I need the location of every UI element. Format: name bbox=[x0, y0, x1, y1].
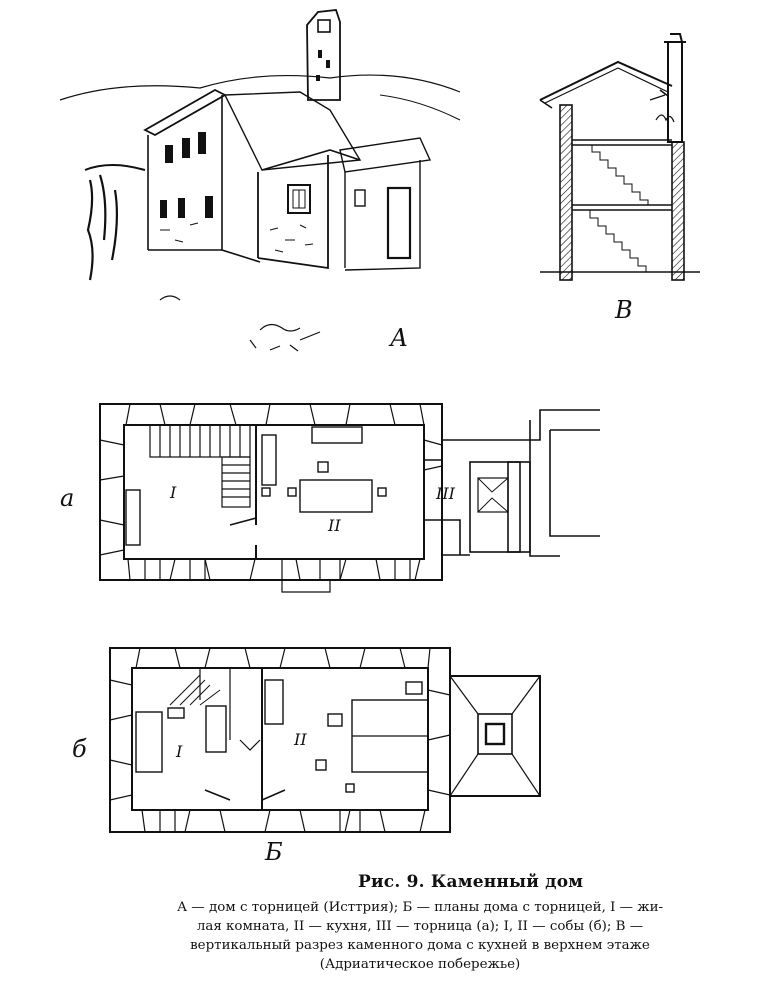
caption-line: вертикальный разрез каменного дома с кух… bbox=[190, 938, 650, 953]
room-label-2-a: II bbox=[328, 516, 341, 535]
house-sketch bbox=[59, 9, 461, 352]
room-label-1-a: I bbox=[170, 483, 177, 502]
label-plans: Б bbox=[265, 838, 283, 866]
label-plan-b: б bbox=[72, 735, 87, 763]
label-sketch: А bbox=[390, 324, 409, 352]
room-label-2-b: II bbox=[294, 730, 307, 749]
figure-caption-body: А — дом с торницей (Исттрия); Б — планы … bbox=[100, 898, 740, 974]
figure-caption-title: Рис. 9. Каменный дом bbox=[358, 872, 584, 892]
room-label-3-a: III bbox=[436, 484, 455, 503]
label-plan-a: а bbox=[60, 484, 75, 512]
vertical-section bbox=[539, 33, 700, 281]
figure-drawings bbox=[59, 9, 700, 833]
plan-a bbox=[99, 403, 600, 593]
caption-line: А — дом с торницей (Исттрия); Б — планы … bbox=[176, 900, 664, 915]
caption-line: лая комната, II — кухня, III — торница (… bbox=[196, 919, 644, 934]
label-section: В bbox=[615, 296, 633, 324]
caption-line: (Адриатическое побережье) bbox=[319, 957, 521, 972]
room-label-1-b: I bbox=[176, 742, 183, 761]
plan-b bbox=[109, 647, 541, 833]
